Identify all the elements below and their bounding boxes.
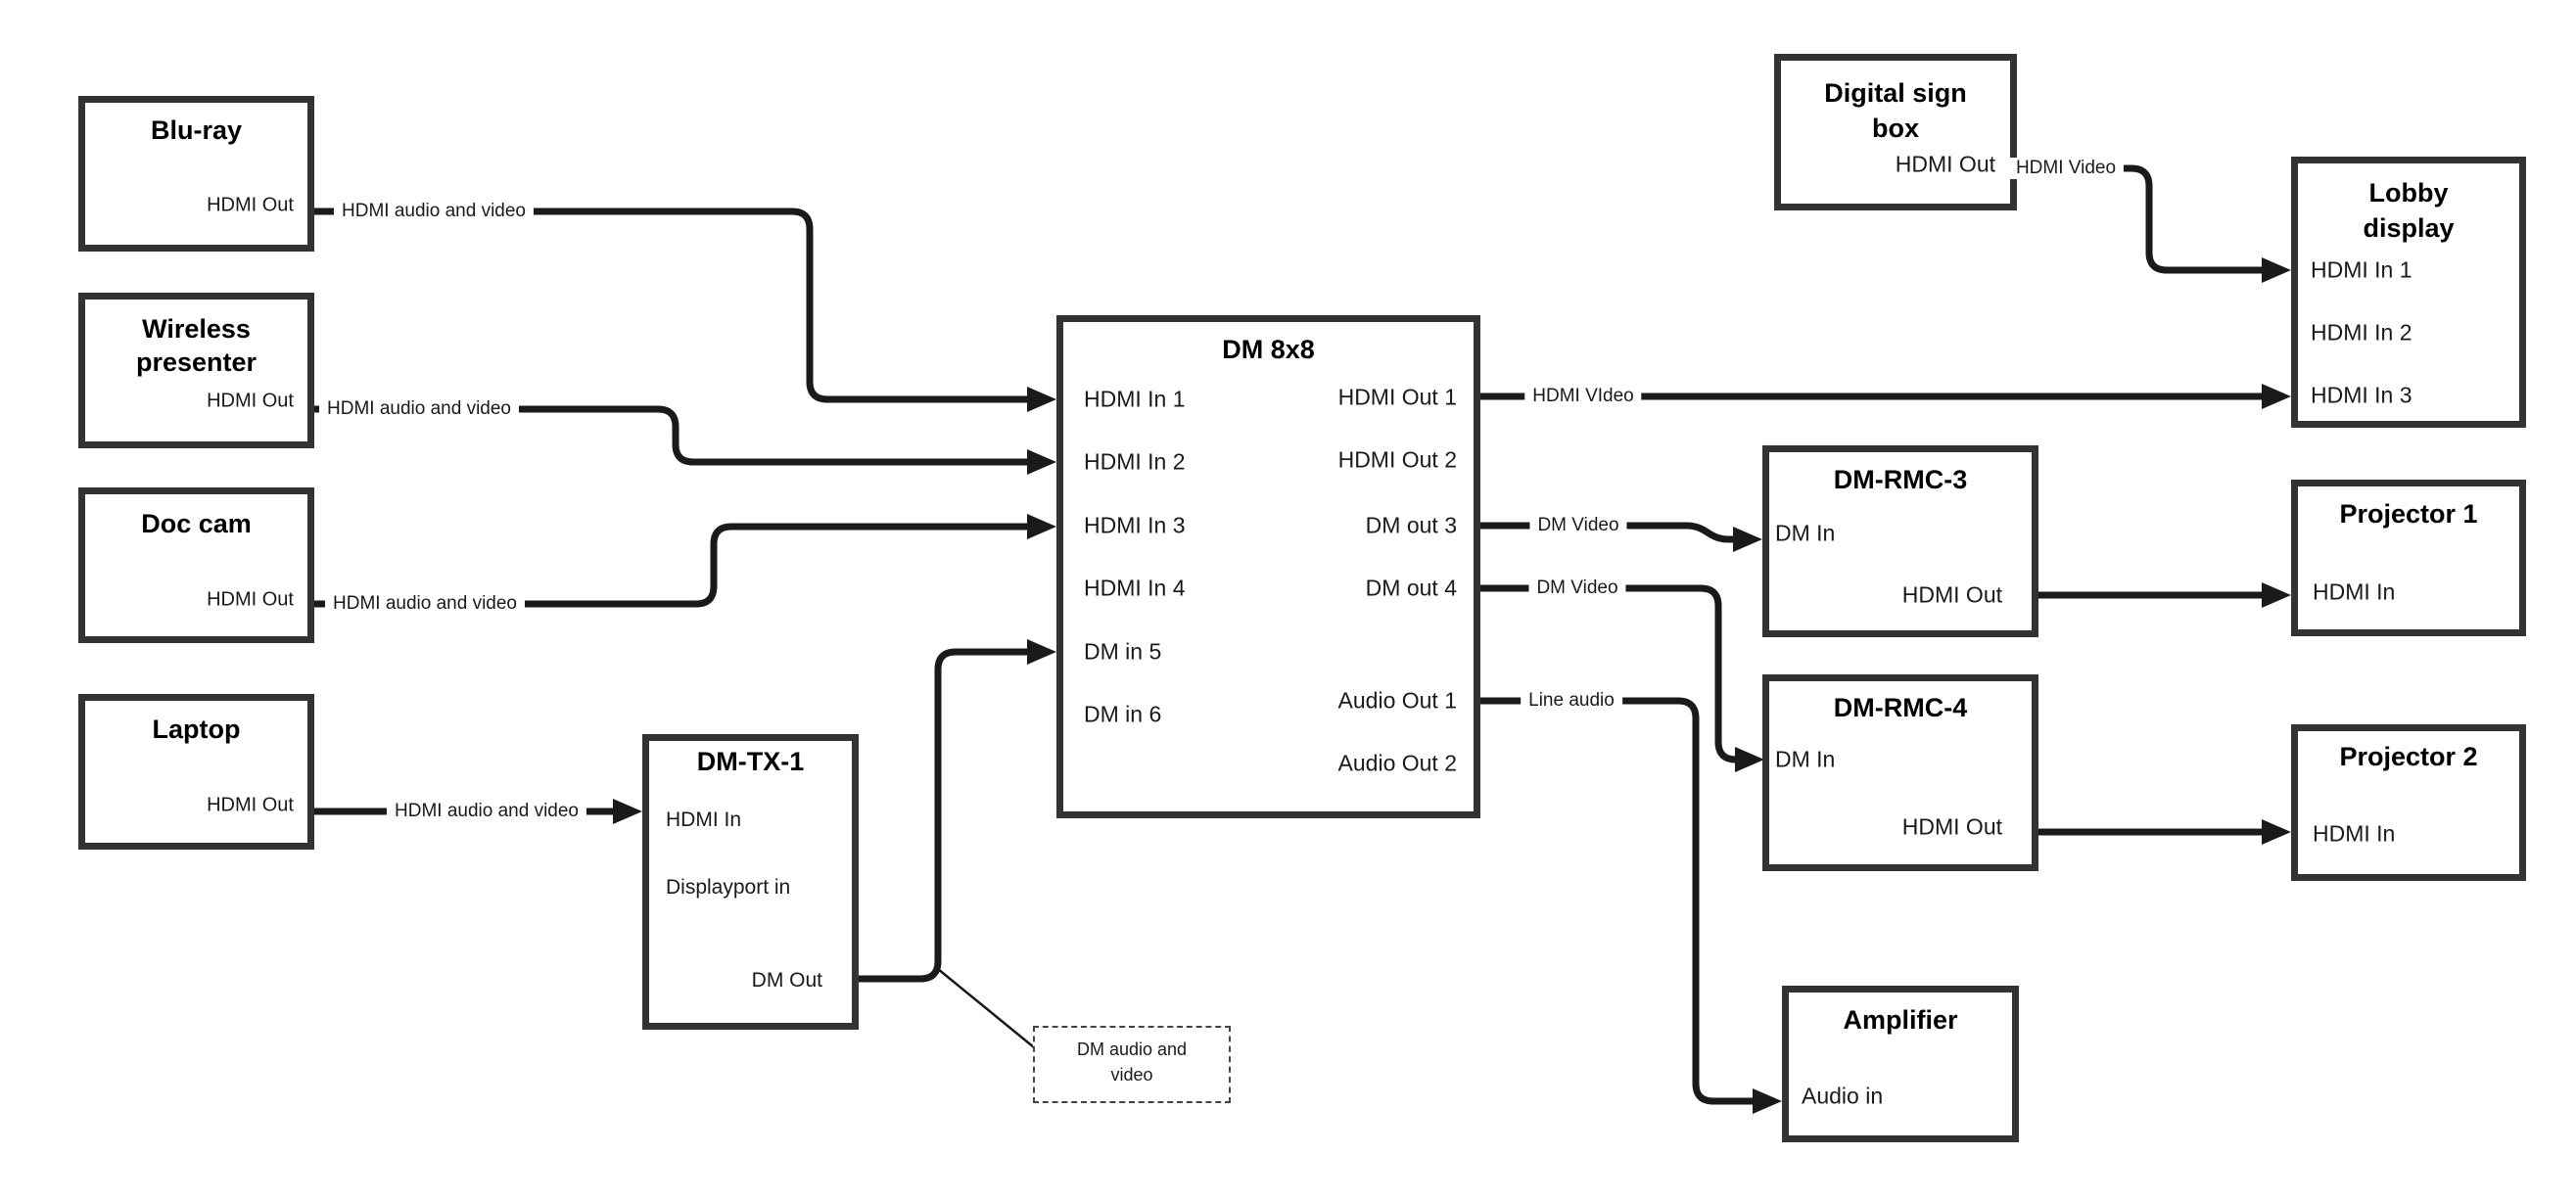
dm-8x8-port-hdmi-out-1: HDMI Out 1 [1337, 384, 1457, 410]
dm-8x8-port-hdmi-in-4: HDMI In 4 [1084, 575, 1186, 601]
edge-digitalsign-to-lobby-in1 [2017, 164, 2291, 283]
projector-2-port-hdmi-in: HDMI In [2313, 820, 2396, 847]
dm-rmc-3-title-line: DM-RMC-3 [1833, 465, 1968, 494]
dm-8x8-port-dm-out-4: DM out 4 [1365, 575, 1457, 601]
edge-doccam-to-dm8x8-in3 [314, 514, 1056, 608]
note-line-2: video [1110, 1065, 1153, 1085]
lobby-display-port-hdmi-in-2: HDMI In 2 [2311, 319, 2412, 346]
lobby-display-port-hdmi-in-1: HDMI In 1 [2311, 256, 2412, 283]
laptop-port-hdmi-out: HDMI Out [207, 794, 294, 816]
dm-tx-1-port-dm-out: DM Out [751, 969, 822, 992]
digital-sign-box-title-line: box [1871, 114, 1919, 143]
dm-tx-1-title: DM-TX-1 [649, 744, 852, 779]
doc-cam-title: Doc cam [85, 506, 307, 541]
amplifier-port-audio-in: Audio in [1802, 1083, 1884, 1109]
laptop-title-line: Laptop [152, 715, 241, 744]
edge-wireless-to-dm8x8-in2 [314, 405, 1056, 475]
dm-8x8-title-line: DM 8x8 [1222, 335, 1315, 364]
edge-label-wireless-cable: HDMI audio and video [319, 398, 519, 420]
edge-label-dm-out-3-cable: DM Video [1529, 515, 1627, 536]
edge-dmtx1-to-dm8x8-in5 [859, 639, 1056, 983]
edge-bluray-to-dm8x8-in1 [314, 208, 1056, 412]
edge-label-laptop-cable: HDMI audio and video [387, 801, 586, 822]
note-dm-audio-and-video: DM audio and video [1033, 1026, 1231, 1103]
dm-8x8-port-hdmi-in-2: HDMI In 2 [1084, 448, 1186, 475]
dm-rmc-3-title: DM-RMC-3 [1769, 462, 2032, 497]
dm-8x8-port-audio-out-2: Audio Out 2 [1337, 750, 1457, 776]
edge-dm8x8-out3-to-rmc3 [1480, 522, 1762, 552]
blu-ray-port-hdmi-out: HDMI Out [207, 194, 294, 216]
edge-label-digital-sign-cable: HDMI Video [2007, 158, 2125, 179]
node-dm-rmc-3: DM-RMC-3 DM In HDMI Out [1762, 445, 2038, 637]
node-projector-2: Projector 2 HDMI In [2291, 724, 2526, 881]
edge-label-doc-cam-cable: HDMI audio and video [325, 593, 525, 615]
dm-rmc-4-title: DM-RMC-4 [1769, 690, 2032, 725]
projector-1-port-hdmi-in: HDMI In [2313, 578, 2396, 605]
dm-tx-1-title-line: DM-TX-1 [696, 747, 805, 776]
projector-2-title-line: Projector 2 [2339, 742, 2478, 771]
blu-ray-title-line: Blu-ray [150, 115, 243, 145]
lobby-display-port-hdmi-in-3: HDMI In 3 [2311, 382, 2412, 408]
dm-8x8-port-dm-in-6: DM in 6 [1084, 701, 1162, 727]
edge-dm8x8-audio1-to-amplifier [1480, 697, 1782, 1114]
dm-rmc-3-port-hdmi-out: HDMI Out [1901, 581, 2002, 608]
edge-label-audio-out-1-cable: Line audio [1521, 690, 1622, 712]
projector-1-title-line: Projector 1 [2339, 499, 2478, 529]
dm-rmc-4-port-hdmi-out: HDMI Out [1901, 813, 2002, 840]
dm-rmc-4-port-dm-in: DM In [1775, 746, 1836, 772]
dm-8x8-port-audio-out-1: Audio Out 1 [1337, 687, 1457, 714]
note-line-1: DM audio and [1076, 1039, 1188, 1059]
dm-rmc-3-port-dm-in: DM In [1775, 520, 1836, 546]
doc-cam-port-hdmi-out: HDMI Out [207, 588, 294, 611]
dm-tx-1-port-hdmi-in: HDMI In [666, 808, 742, 831]
projector-2-title: Projector 2 [2298, 739, 2519, 774]
lobby-display-title-line: display [2363, 213, 2455, 243]
dm-tx-1-port-displayport-in: Displayport in [666, 876, 791, 899]
blu-ray-title: Blu-ray [85, 113, 307, 148]
lobby-display-title-line: Lobby [2368, 178, 2449, 208]
projector-1-title: Projector 1 [2298, 496, 2519, 531]
dm-rmc-4-title-line: DM-RMC-4 [1833, 693, 1968, 722]
node-dm-rmc-4: DM-RMC-4 DM In HDMI Out [1762, 674, 2038, 871]
digital-sign-box-port-hdmi-out: HDMI Out [1895, 151, 1995, 177]
amplifier-title: Amplifier [1789, 1002, 2012, 1038]
wireless-presenter-port-hdmi-out: HDMI Out [207, 390, 294, 412]
doc-cam-title-line: Doc cam [141, 509, 252, 538]
digital-sign-box-title: Digital sign box [1781, 75, 2010, 146]
wireless-presenter-title-line: Wireless [142, 314, 251, 344]
dm-8x8-port-hdmi-in-1: HDMI In 1 [1084, 386, 1186, 412]
dm-8x8-port-dm-out-3: DM out 3 [1365, 512, 1457, 538]
edge-label-dm-out-4-cable: DM Video [1528, 577, 1626, 599]
dm-8x8-port-hdmi-out-2: HDMI Out 2 [1337, 446, 1457, 473]
lobby-display-title: Lobby display [2298, 175, 2519, 246]
edge-label-blu-ray-cable: HDMI audio and video [334, 201, 534, 222]
dm-8x8-port-hdmi-in-3: HDMI In 3 [1084, 512, 1186, 538]
wireless-presenter-title-line: presenter [135, 347, 258, 377]
dm-8x8-title: DM 8x8 [1063, 332, 1474, 367]
node-projector-1: Projector 1 HDMI In [2291, 480, 2526, 636]
note-leader-line [937, 968, 1035, 1048]
dm-8x8-port-dm-in-5: DM in 5 [1084, 638, 1162, 665]
edge-label-hdmi-out-1-cable: HDMI VIdeo [1524, 386, 1642, 407]
amplifier-title-line: Amplifier [1843, 1005, 1958, 1035]
edge-dm8x8-out4-to-rmc4 [1480, 584, 1764, 772]
digital-sign-box-title-line: Digital sign [1824, 78, 1967, 108]
laptop-title: Laptop [85, 712, 307, 747]
